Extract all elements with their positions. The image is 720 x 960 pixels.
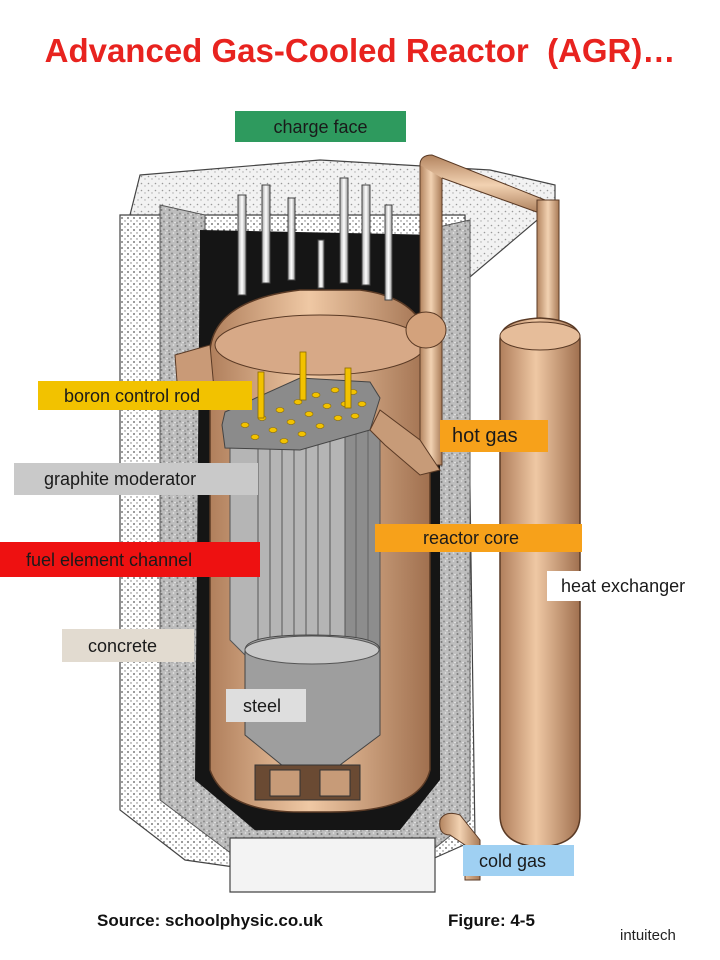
label-cold-gas: cold gas [463, 845, 574, 876]
base-slab [229, 837, 436, 893]
label-concrete-text: concrete [88, 635, 158, 656]
channel-holes [240, 387, 367, 444]
label-fuel-element-channel: fuel element channel [0, 542, 260, 577]
label-fuel-element-channel-text: fuel element channel [26, 549, 193, 570]
hot-gas-duct [369, 154, 560, 476]
label-steel-text: steel [243, 695, 282, 716]
label-hot-gas-text: hot gas [452, 425, 518, 447]
label-heat-exchanger: heat exchanger [547, 571, 712, 601]
boron-control-rods [257, 351, 352, 419]
steel-support [244, 634, 381, 781]
label-charge-face-text: charge face [273, 116, 368, 137]
label-graphite-moderator: graphite moderator [14, 463, 258, 495]
label-reactor-core: reactor core [375, 524, 582, 552]
label-hot-gas: hot gas [440, 420, 548, 452]
charge-face-rods [237, 177, 393, 301]
label-boron-control-rod: boron control rod [38, 381, 252, 410]
credit-text: intuitech [620, 927, 676, 944]
fuel-channels [257, 417, 369, 648]
label-concrete: concrete [62, 629, 194, 662]
label-charge-face: charge face [235, 111, 406, 142]
label-cold-gas-text: cold gas [479, 850, 547, 871]
label-heat-exchanger-text: heat exchanger [561, 576, 686, 596]
figure-caption: Figure: 4-5 [448, 911, 535, 930]
label-steel: steel [226, 689, 306, 722]
label-boron-control-rod-text: boron control rod [64, 385, 201, 406]
label-graphite-moderator-text: graphite moderator [44, 469, 197, 489]
page-title: Advanced Gas-Cooled Reactor (AGR)… [44, 32, 676, 69]
label-reactor-core-text: reactor core [423, 528, 520, 548]
source-caption: Source: schoolphysic.co.uk [97, 911, 323, 930]
